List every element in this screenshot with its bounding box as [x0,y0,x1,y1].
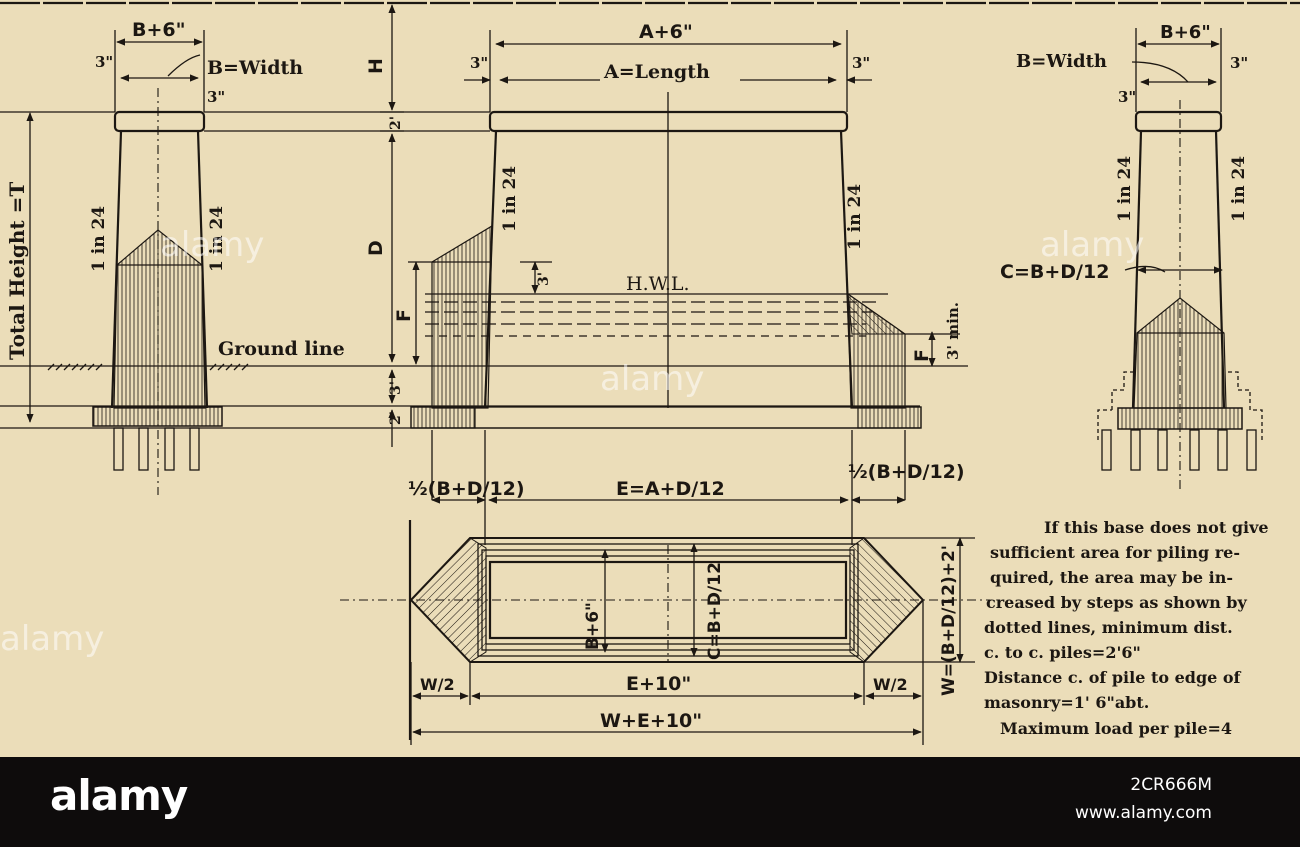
note-line-6: c. to c. piles=2'6" [984,643,1141,662]
ground-line-label: Ground line [218,338,345,360]
note-line-8: masonry=1' 6"abt. [984,693,1149,712]
plan-total: W+E+10" [600,710,702,732]
plan-w2-left: W/2 [420,675,455,694]
min-depth-label: 3' min. [944,302,962,360]
elev-batter-right: 1 in 24 [845,184,865,250]
end-offset-right: 3" [1230,54,1248,72]
total-height-label: Total Height =T [5,182,29,360]
hwl-offset: 3' [536,272,552,286]
side-leader [167,54,201,77]
end-width-label: B=Width [1016,51,1107,72]
side-offset-right: 3" [207,88,225,106]
end-batter-right: 1 in 24 [1229,156,1249,222]
side-view: B+6" B=Width 3" 3" 1 in 24 1 in 24 Total… [0,19,345,495]
dim-cap: 2' [388,116,404,130]
footer-bar: alamy 2CR666M www.alamy.com [0,757,1300,847]
hwl-label: H.W.L. [626,273,690,295]
plan-c-formula: C=B+D/12 [705,562,725,660]
plan-b6: B+6" [583,602,603,650]
elev-batter-left: 1 in 24 [500,166,520,232]
side-batter-left: 1 in 24 [89,206,109,272]
plan-e-formula: E=A+D/12 [616,478,725,500]
dim-D: D [365,240,387,256]
pier-drawing: B+6" B=Width 3" 3" 1 in 24 1 in 24 Total… [0,1,1300,745]
elev-offset-left: 3" [470,54,488,72]
watermark-1: alamy [160,225,264,265]
dim-H: H [365,58,387,74]
watermark-2: alamy [600,359,704,399]
plan-e10: E+10" [626,673,691,695]
elev-offset-right: 3" [852,54,870,72]
note-line-5: dotted lines, minimum dist. [984,618,1233,637]
side-width-label: B=Width [207,57,303,79]
note-line-7: Distance c. of pile to edge of [984,668,1242,687]
dim-below-ground: 3' [388,381,404,395]
dim-F-right: F [911,349,933,362]
note-line-2: sufficient area for piling re- [990,543,1240,562]
end-view: B+6" B=Width 3" 3" C=B+D/12 1 in 24 1 in… [1000,22,1263,490]
plan-half-right: ½(B+D/12) [848,461,965,483]
watermarks: alamy alamy alamy alamy [0,225,1144,659]
dim-footing: 2' [388,411,404,425]
end-c-formula: C=B+D/12 [1000,261,1109,283]
note-text: If this base does not give sufficient ar… [984,518,1269,738]
note-line-3: quired, the area may be in- [990,568,1233,587]
end-offset-left: 3" [1118,88,1136,106]
end-batter-left: 1 in 24 [1115,156,1135,222]
image-code: 2CR666M [1130,775,1212,795]
dim-F: F [393,309,415,322]
end-top-dim: B+6" [1160,22,1211,43]
site-url: www.alamy.com [1074,803,1212,823]
watermark-3: alamy [1040,225,1144,265]
plan-w2-right: W/2 [873,675,908,694]
side-batter-right: 1 in 24 [207,206,227,272]
note-line-9: Maximum load per pile=4 [1000,719,1232,738]
alamy-logo: alamy [50,771,188,820]
elev-length-label: A=Length [603,61,710,83]
plan-half-left: ½(B+D/12) [408,478,525,500]
elev-top-dim: A+6" [639,21,693,43]
watermark-4: alamy [0,619,104,659]
elevation-view: H 2' D 3' 2' F A+6" A=Length 3" 3" [365,4,962,447]
side-top-dim: B+6" [132,19,186,41]
plan-view: ½(B+D/12) E=A+D/12 ½(B+D/12) B+6" C=B+D/… [340,430,990,745]
note-line-4: creased by steps as shown by [986,593,1247,612]
note-line-1: If this base does not give [1044,518,1269,537]
side-offset-left: 3" [95,53,113,71]
plan-w-formula: W=(B+D/12)+2' [939,545,959,696]
